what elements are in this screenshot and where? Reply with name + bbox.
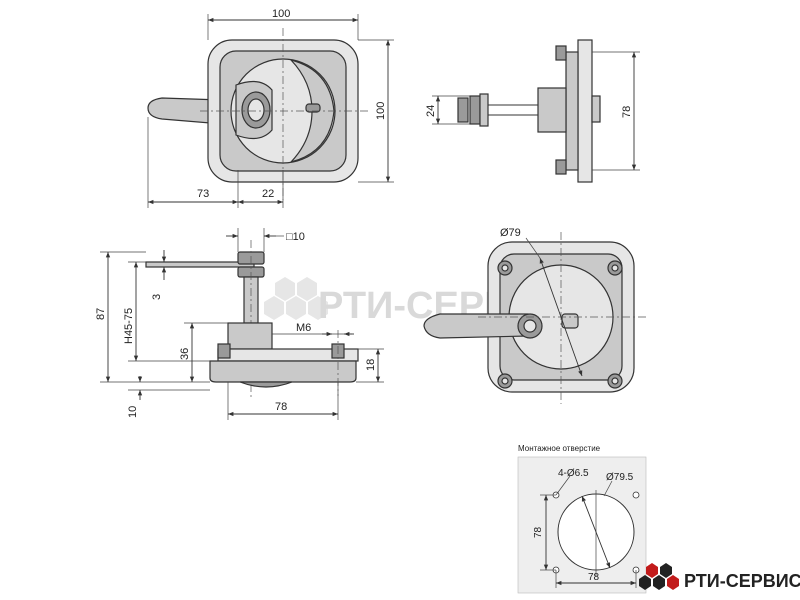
section-dim-square: □10: [286, 231, 305, 243]
mounting-holes-label: 4-Ø6.5: [558, 468, 589, 479]
logo: РТИ-СЕРВИС: [639, 563, 800, 591]
side-view: 24 78: [425, 39, 640, 183]
section-dim-m6: M6: [296, 322, 311, 334]
rear-screw-holes: [497, 260, 623, 389]
section-dim-36: 36: [179, 348, 191, 360]
front-dim-height: 100: [375, 102, 387, 120]
logo-hex-icon: [639, 563, 679, 590]
section-dim-3: 3: [151, 294, 163, 300]
rear-handle: [423, 313, 529, 339]
side-flange: [577, 39, 593, 183]
mounting-dim-vertical: 78: [533, 526, 544, 538]
section-dim-10: 10: [127, 406, 139, 418]
section-dim-78: 78: [275, 401, 287, 413]
watermark-hex-icon: [264, 277, 328, 320]
front-handle: [147, 97, 223, 125]
mounting-title: Монтажное отверстие: [518, 444, 601, 453]
section-dim-18: 18: [365, 359, 377, 371]
side-dim-24: 24: [425, 105, 437, 117]
side-body: [537, 87, 567, 133]
front-view: 100 100 73 22: [147, 8, 394, 208]
section-flange: [209, 360, 357, 383]
rear-dim-diameter: Ø79: [500, 227, 521, 239]
mounting-hole-view: Монтажное отверстие 4-Ø6.5 Ø79.5 78 78: [517, 444, 647, 594]
front-dim-offset: 22: [262, 188, 274, 200]
logo-text: РТИ-СЕРВИС: [684, 571, 800, 591]
section-view: □10 87 H45-75 3 36 M6 18 10 78: [95, 228, 384, 420]
mounting-diameter-label: Ø79.5: [606, 472, 634, 483]
section-dim-87: 87: [95, 308, 107, 320]
front-dim-width: 100: [272, 8, 290, 20]
rear-view: Ø79: [423, 227, 646, 404]
mounting-dim-horizontal: 78: [588, 572, 600, 583]
side-dim-78: 78: [621, 106, 633, 118]
front-dim-handle: 73: [197, 188, 209, 200]
section-body: [227, 322, 273, 350]
section-dim-h: H45-75: [123, 308, 135, 344]
